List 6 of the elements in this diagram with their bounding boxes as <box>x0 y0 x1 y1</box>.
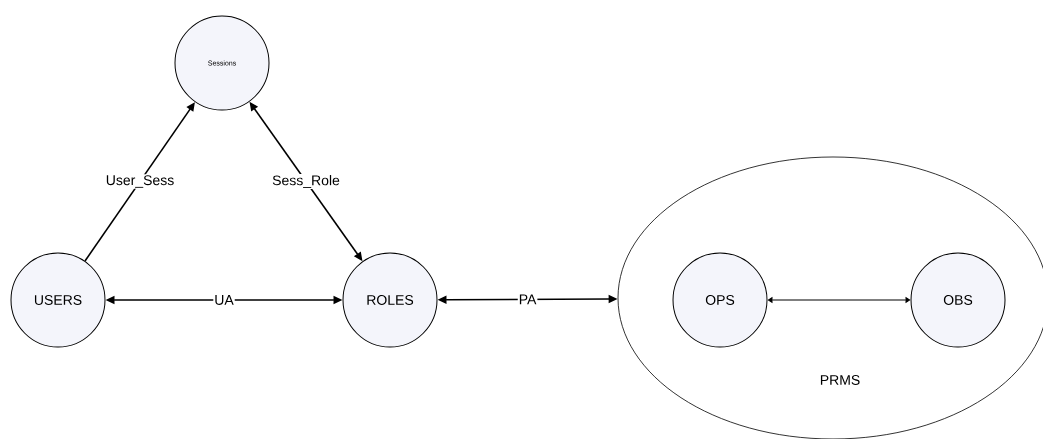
arrow <box>84 102 195 262</box>
arrow <box>768 297 911 303</box>
edge-label: Sess_Role <box>271 174 341 189</box>
edge-label: PA <box>517 293 538 306</box>
edge-label: User_Sess <box>104 174 176 189</box>
edge-label: UA <box>213 294 235 306</box>
